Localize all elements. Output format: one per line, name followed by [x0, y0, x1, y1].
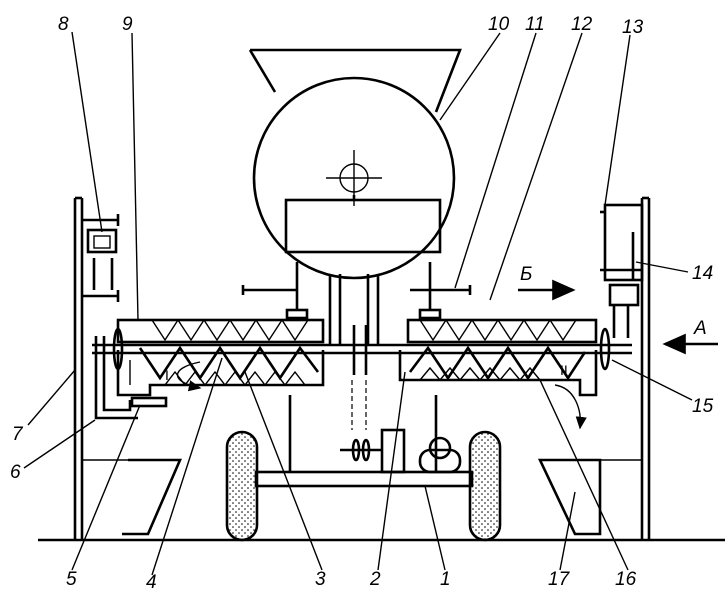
callout-labels: 8 9 10 11 12 13 14 15 16 17 1 2 3 4 5 6 …	[10, 14, 714, 593]
label-5: 5	[66, 569, 77, 590]
leader-lines	[23, 31, 693, 576]
right-screw-conveyor	[398, 318, 598, 397]
label-17: 17	[548, 569, 571, 590]
label-16: 16	[615, 569, 637, 590]
label-7: 7	[12, 424, 24, 445]
roman-label-left: I	[165, 367, 169, 383]
main-shaft	[92, 325, 632, 375]
left-tensioner	[82, 214, 120, 302]
left-frame	[73, 196, 182, 540]
label-2: 2	[369, 569, 381, 590]
label-11: 11	[525, 14, 545, 35]
wheels	[225, 430, 502, 542]
drum-supports	[241, 262, 472, 345]
label-9: 9	[122, 14, 133, 35]
label-12: 12	[571, 14, 593, 35]
flow-arrows	[177, 279, 718, 430]
roman-label-right: II	[560, 362, 568, 378]
label-10: 10	[488, 14, 510, 35]
right-wheel	[468, 430, 502, 542]
label-3: 3	[315, 569, 326, 590]
underframe	[254, 380, 474, 488]
left-wheel	[225, 430, 259, 542]
label-6: 6	[10, 462, 21, 483]
label-1: 1	[440, 569, 451, 590]
drum	[248, 48, 462, 280]
label-15: 15	[692, 396, 714, 417]
left-drive	[94, 336, 168, 420]
right-tensioner	[600, 203, 644, 338]
label-14: 14	[692, 263, 713, 284]
left-screw-conveyor	[116, 318, 325, 397]
arrow-label-b: Б	[520, 264, 532, 285]
label-13: 13	[622, 17, 644, 38]
arrow-label-a: А	[693, 318, 707, 339]
label-8: 8	[58, 14, 69, 35]
label-4: 4	[146, 572, 157, 591]
